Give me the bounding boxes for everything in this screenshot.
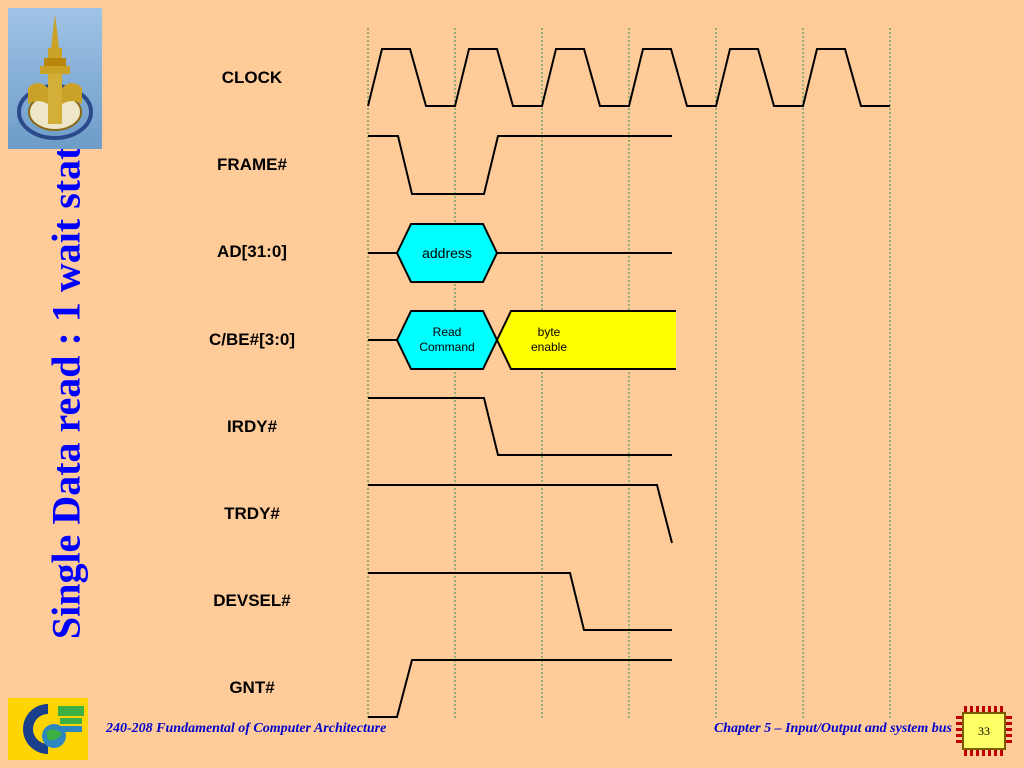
signal-label-irdy: IRDY# xyxy=(226,417,278,436)
university-crest-icon xyxy=(8,8,102,149)
address-label: address xyxy=(422,245,472,261)
department-logo-icon xyxy=(8,698,88,760)
gnt-waveform xyxy=(368,659,672,718)
read-command-label-1: Read xyxy=(433,325,462,339)
page-number: 33 xyxy=(978,724,990,738)
read-command-label-2: Command xyxy=(419,340,474,354)
signal-label-gnt: GNT# xyxy=(229,678,275,697)
signal-label-clock: CLOCK xyxy=(221,68,283,87)
footer-course-name: 208 Fundamental of Computer Architecture xyxy=(131,721,387,736)
clock-waveform xyxy=(367,48,890,107)
microchip-icon: 33 xyxy=(956,706,1012,756)
address-box xyxy=(395,223,499,283)
trdy-waveform xyxy=(368,484,673,544)
byte-enable-box xyxy=(497,311,676,369)
signal-label-cbe: C/BE#[3:0] xyxy=(209,330,295,349)
signal-label-devsel: DEVSEL# xyxy=(213,591,291,610)
clock-gridlines xyxy=(367,28,891,718)
frame-waveform xyxy=(368,135,672,195)
byte-enable-label-2: enable xyxy=(531,340,567,354)
signal-label-ad: AD[31:0] xyxy=(217,242,287,261)
signal-label-frame: FRAME# xyxy=(217,155,287,174)
footer-course: 240-208 Fundamental of Computer Architec… xyxy=(106,721,386,737)
byte-enable-label-1: byte xyxy=(538,325,561,339)
irdy-waveform xyxy=(368,397,672,456)
devsel-waveform xyxy=(368,572,672,631)
footer-chapter: Chapter 5 – Input/Output and system bus xyxy=(713,721,952,736)
footer-course-number: 240- xyxy=(106,721,132,736)
signal-label-trdy: TRDY# xyxy=(224,504,280,523)
